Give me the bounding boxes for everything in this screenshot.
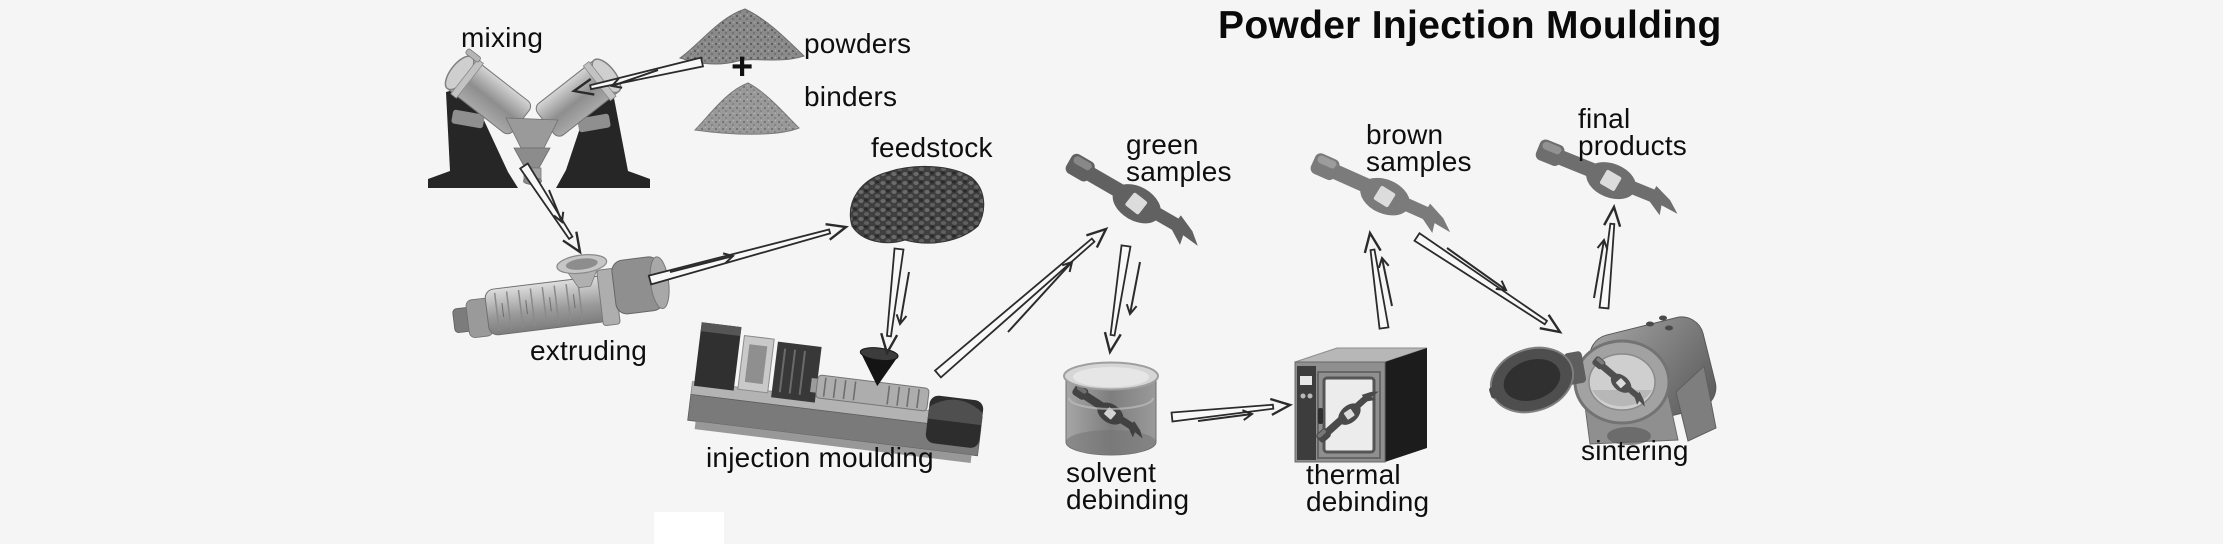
arrow-solvent-to-thermal — [1170, 397, 1294, 423]
arrow-feedstock-to-injection — [880, 247, 910, 357]
feedstock-pellets-graphic — [849, 165, 985, 244]
mixing-label: mixing — [461, 22, 544, 53]
sintering-furnace-graphic — [1489, 315, 1717, 445]
extruder-graphic — [452, 254, 670, 338]
binders-label: binders — [804, 81, 898, 112]
arrow-thermal-to-brown-samples — [1363, 229, 1393, 330]
binders-pile-graphic — [693, 82, 800, 135]
feedstock-label: feedstock — [871, 132, 993, 163]
arrow-sintering-to-final-products — [1593, 203, 1622, 310]
thermal-debinding-oven-graphic — [1294, 347, 1428, 463]
arrow-powders-to-mixing — [570, 56, 705, 96]
solvent-debinding-beaker-graphic — [1063, 361, 1159, 456]
powders-label: powders — [804, 28, 912, 59]
arrow-extruding-to-feedstock — [647, 223, 849, 286]
arrow-green-samples-to-solvent — [1103, 244, 1141, 356]
mixing-machine-graphic — [428, 48, 650, 188]
injection-moulding-machine-graphic — [687, 322, 984, 464]
arrow-brown-samples-to-sintering — [1413, 231, 1563, 334]
injection-moulding-label: injection moulding — [706, 442, 934, 473]
background-artifact — [654, 512, 724, 544]
diagram-title: Powder Injection Moulding — [1218, 4, 1722, 47]
arrow-injection-to-green-samples — [933, 226, 1109, 379]
plus-sign: + — [731, 46, 754, 88]
arrow-mixing-to-extruding — [518, 162, 582, 255]
powders-pile-graphic — [678, 8, 805, 65]
extruding-label: extruding — [530, 335, 647, 366]
sintering-label: sintering — [1581, 435, 1689, 466]
